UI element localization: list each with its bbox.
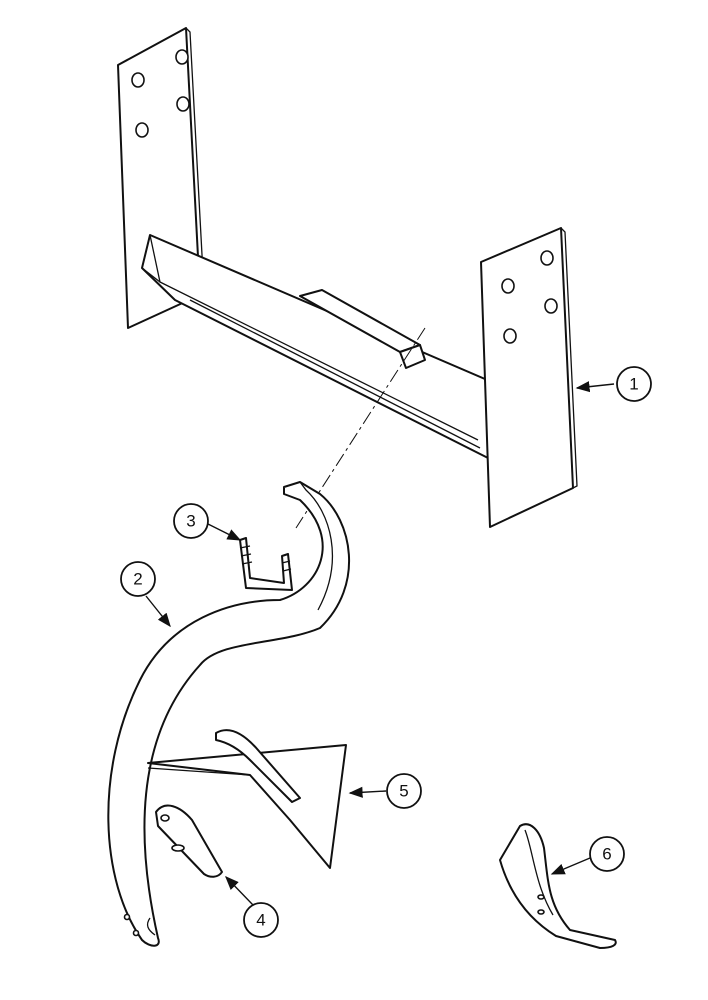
callout-1-label: 1 xyxy=(629,375,638,394)
callout-3-label: 3 xyxy=(186,512,195,531)
callout-4-label: 4 xyxy=(256,911,265,930)
callout-4: 4 xyxy=(225,875,279,938)
assembly-centerline xyxy=(295,327,426,529)
point-tip-part xyxy=(155,804,223,878)
curved-shank-part xyxy=(107,481,350,947)
u-bolt-part xyxy=(239,537,293,591)
callout-6-label: 6 xyxy=(602,845,611,864)
mounting-frame-part xyxy=(117,27,578,528)
sweep-blade-part xyxy=(147,729,347,869)
callout-5: 5 xyxy=(348,773,422,809)
callout-5-label: 5 xyxy=(399,782,408,801)
callout-1: 1 xyxy=(575,366,652,402)
callout-2: 2 xyxy=(120,561,171,628)
callout-3: 3 xyxy=(173,503,242,541)
callout-6: 6 xyxy=(550,836,625,875)
callout-2-label: 2 xyxy=(133,570,142,589)
small-shovel-part xyxy=(499,823,617,949)
